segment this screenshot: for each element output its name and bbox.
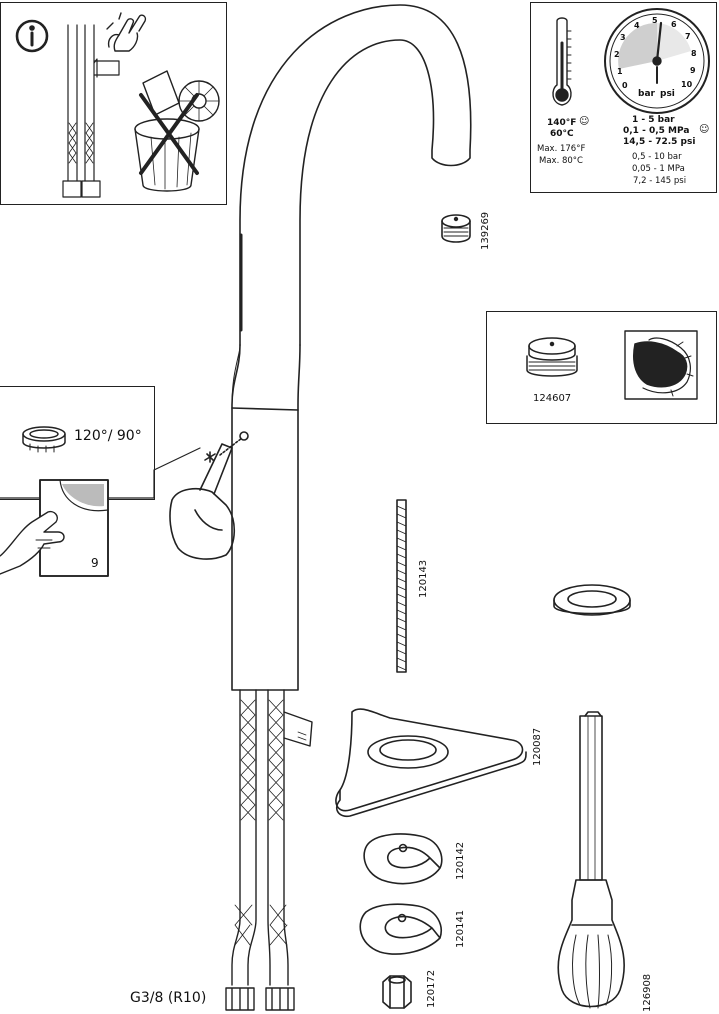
part-number-clip-upper: 120142 [455,841,466,880]
gauge-tick-2: 2 [614,50,620,59]
trash-bin-crossed [134,70,220,192]
gauge-tick-3: 3 [620,33,626,42]
gauge-box: 0 1 2 3 4 5 6 7 8 9 10 bar psi 140°F ☺ 6… [530,2,717,193]
thread-size-label: G3/8 (R10) [130,990,207,1006]
info-box-illustration [15,12,220,198]
gauge-tick-6: 6 [671,20,677,29]
faucet-spout [239,4,472,346]
pressure-ok-psi: 14,5 - 72.5 psi [623,137,696,147]
booklet-page-ref: 9 [91,556,99,570]
booklet-icon [39,479,109,577]
faucet-lever [169,443,236,560]
part-number-threaded-rod: 120143 [418,559,429,598]
hex-nut [382,975,412,1009]
smiley-icon-2: ☺ [699,124,710,135]
gauge-tick-10: 10 [681,80,693,89]
pressure-ok-mpa: 0,1 - 0,5 MPa [623,126,690,136]
pressure-gauge-icon [604,8,710,114]
gauge-tick-4: 4 [634,21,640,30]
pressure-range-mpa: 0,05 - 1 MPa [632,164,685,174]
part-number-base-plate: 120087 [532,727,543,766]
rotation-angle-label: 120°/ 90° [74,428,142,444]
gauge-unit-psi: psi [660,89,675,99]
supply-hoses [225,689,313,1011]
aerator-icon [526,337,578,377]
threaded-rod [396,499,407,673]
gauge-unit-bar: bar [638,89,655,99]
clip-upper [363,833,443,885]
smiley-icon: ☺ [579,116,590,127]
aerator-part [441,214,471,243]
aerator-box-illustration [526,330,698,400]
gauge-tick-5: 5 [652,16,658,25]
aerator-part-number: 124607 [533,393,572,404]
gauge-box-illustration [552,8,710,114]
aerator-box: 124607 [486,311,717,424]
socket-wrench [557,711,625,1009]
hose-clamp-icon [22,426,66,453]
washer-ring [553,584,631,616]
hand-icon [0,510,65,575]
temp-max-celsius: Max. 80°C [539,156,583,166]
gauge-tick-8: 8 [691,49,697,58]
part-number-wrench: 126908 [642,973,653,1012]
clip-lower [359,903,442,955]
set-screw [204,437,243,463]
gauge-tick-9: 9 [690,66,696,75]
gauge-tick-0: 0 [622,81,628,90]
part-number-nut: 120172 [426,969,437,1008]
temp-fahrenheit: 140°F [547,118,577,128]
info-icon [15,19,49,53]
part-number-clip-lower: 120141 [455,909,466,948]
info-hoses [62,24,120,198]
faucet-body [231,344,301,691]
thermometer-icon [552,17,572,106]
pressure-range-bar: 0,5 - 10 bar [632,152,682,162]
sink-cleaning-icon [624,330,698,400]
pressure-ok-bar: 1 - 5 bar [632,115,675,125]
temp-max-fahrenheit: Max. 176°F [537,144,586,154]
temp-celsius: 60°C [550,129,574,139]
gauge-tick-1: 1 [617,67,623,76]
part-number-aerator: 139269 [480,211,491,250]
gauge-tick-7: 7 [685,32,691,41]
base-plate [335,708,527,818]
hand-pointing-icon [106,12,147,52]
pressure-range-psi: 7,2 - 145 psi [633,176,687,186]
info-box [0,2,227,205]
